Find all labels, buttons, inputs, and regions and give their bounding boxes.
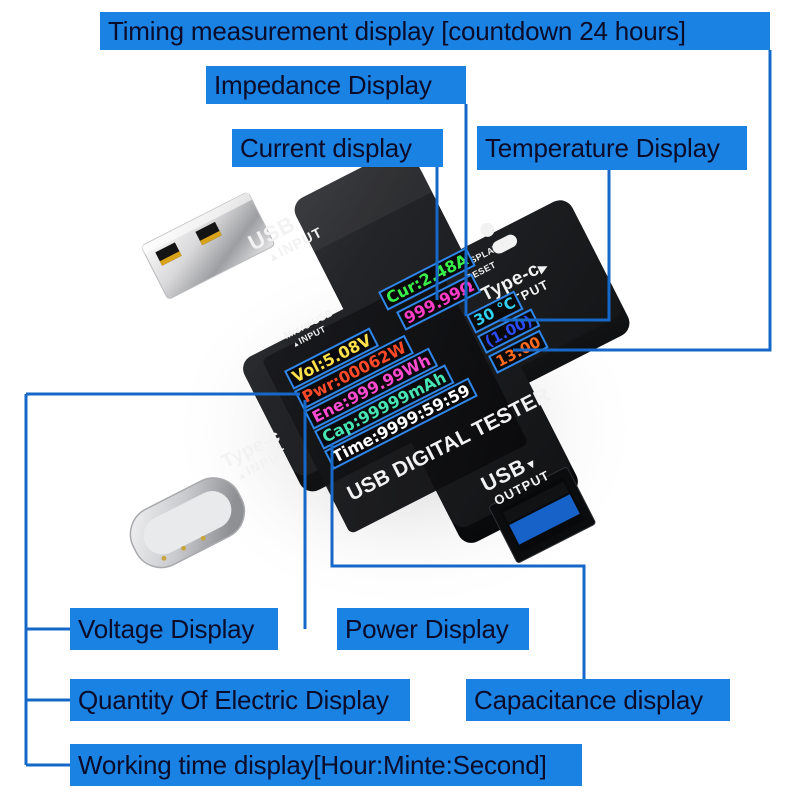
callout-quantity[interactable]: Quantity Of Electric Display	[70, 679, 410, 721]
callout-timing-label: Timing measurement display [countdown 24…	[108, 15, 686, 46]
usb-a-plug	[140, 191, 275, 299]
callout-worktime[interactable]: Working time display[Hour:Minte:Second]	[70, 744, 582, 786]
callout-timing[interactable]: Timing measurement display [countdown 24…	[100, 12, 770, 50]
callout-voltage[interactable]: Voltage Display	[70, 608, 278, 650]
callout-impedance-label: Impedance Display	[214, 69, 432, 100]
callout-power-label: Power Display	[345, 613, 509, 644]
callout-capacitance-label: Capacitance display	[474, 684, 703, 715]
callout-impedance[interactable]: Impedance Display	[206, 66, 466, 104]
callout-temperature-label: Temperature Display	[485, 132, 720, 163]
callout-voltage-label: Voltage Display	[78, 613, 255, 644]
callout-current-label: Current display	[240, 132, 412, 163]
callout-capacitance[interactable]: Capacitance display	[466, 679, 730, 721]
callout-quantity-label: Quantity Of Electric Display	[78, 684, 389, 715]
type-c-plug	[129, 477, 246, 569]
callout-power[interactable]: Power Display	[337, 608, 529, 650]
callout-temperature[interactable]: Temperature Display	[477, 126, 747, 170]
callout-worktime-label: Working time display[Hour:Minte:Second]	[78, 749, 547, 780]
callout-current[interactable]: Current display	[232, 129, 443, 167]
